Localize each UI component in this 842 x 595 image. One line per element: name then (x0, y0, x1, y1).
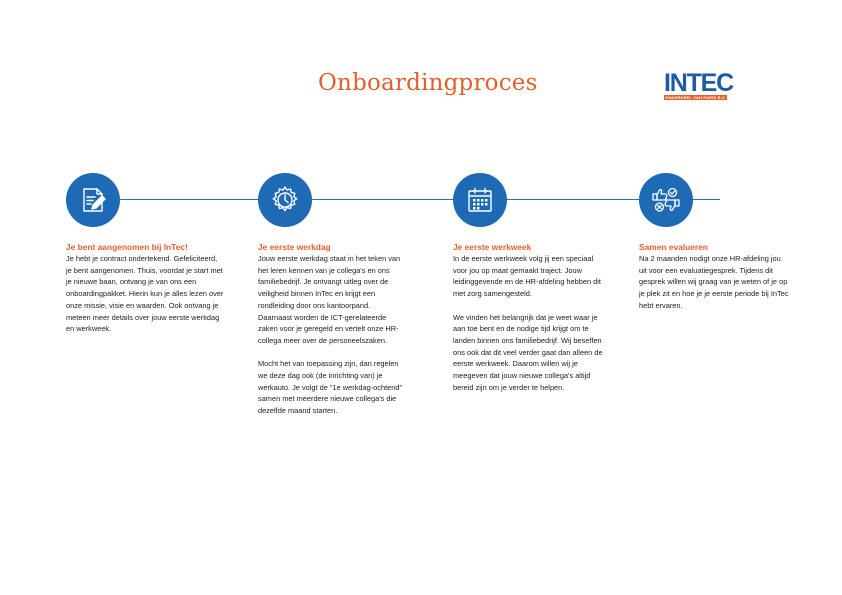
logo-name: INTEC (664, 69, 734, 97)
evaluation-thumbs-icon (639, 173, 693, 227)
timeline-line (92, 199, 720, 200)
logo-wordmark: INTEC (664, 71, 734, 96)
step-heading: Je bent aangenomen bij InTec! (66, 242, 188, 252)
step-paragraph: Je hebt je contract ondertekend. Gefelic… (66, 254, 224, 334)
intec-logo: INTEC ONDERDEEL VAN PARIS B.V. (664, 71, 734, 102)
step-first-workday: Je eerste werkdag Jouw eerste werkdag st… (258, 242, 406, 417)
step-heading: Je eerste werkdag (258, 242, 331, 252)
logo-tagline: ONDERDEEL VAN PARIS B.V. (664, 95, 727, 100)
step-first-workweek: Je eerste werkweek In de eerste werkweek… (453, 242, 605, 393)
step-paragraph: In de eerste werkweek volg jij een speci… (453, 254, 601, 299)
step-evaluation: Samen evalueren Na 2 maanden nodigt onze… (639, 242, 789, 312)
step-paragraph: Mocht het van toepassing zijn, dan regel… (258, 359, 403, 416)
gear-clock-icon (258, 173, 312, 227)
page-title: Onboardingproces (318, 70, 538, 96)
step-heading: Samen evalueren (639, 242, 708, 252)
step-paragraph: Jouw eerste werkdag staat in het teken v… (258, 254, 401, 345)
contract-pen-icon (66, 173, 120, 227)
step-hired: Je bent aangenomen bij InTec! Je hebt je… (66, 242, 224, 335)
step-paragraph: We vinden het belangrijk dat je weet waa… (453, 312, 603, 392)
step-heading: Je eerste werkweek (453, 242, 532, 252)
step-paragraph: Na 2 maanden nodigt onze HR-afdeling jou… (639, 254, 789, 310)
calendar-icon (453, 173, 507, 227)
